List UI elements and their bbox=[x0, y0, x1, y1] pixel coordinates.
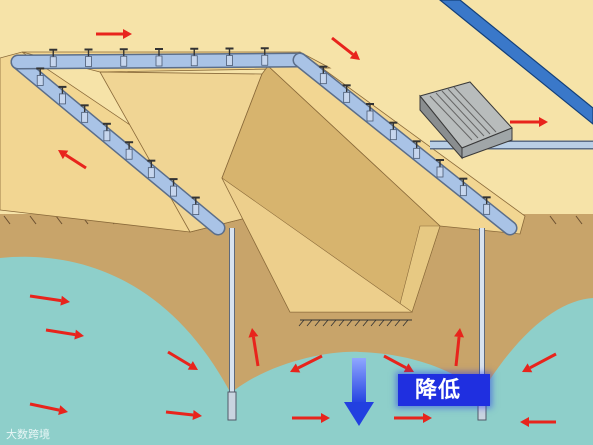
pit-bottom bbox=[221, 177, 413, 313]
coupling bbox=[147, 167, 155, 179]
coupling bbox=[120, 55, 128, 67]
groundwater-base bbox=[0, 408, 593, 445]
watermark: 大数跨境 bbox=[6, 428, 50, 441]
flow-arrow-icon bbox=[167, 350, 192, 367]
ground-tick bbox=[549, 215, 557, 225]
flow-arrow-icon bbox=[383, 354, 407, 370]
floor-tick bbox=[370, 319, 377, 327]
coupling bbox=[190, 55, 198, 67]
header-pipe-left-fill bbox=[12, 56, 224, 234]
coupling bbox=[125, 148, 133, 160]
coupling bbox=[49, 56, 57, 68]
ground-tick bbox=[575, 215, 583, 225]
pump-machine-icon bbox=[419, 81, 513, 160]
floor-tick bbox=[394, 319, 401, 327]
coupling bbox=[459, 185, 467, 197]
flow-arrow-head bbox=[58, 150, 69, 160]
flow-arrow-head bbox=[58, 405, 68, 416]
flow-arrow-head bbox=[520, 417, 529, 427]
floor-tick bbox=[362, 319, 369, 327]
floor-tick bbox=[386, 319, 393, 327]
flow-arrow-head bbox=[403, 363, 414, 373]
floor-tick bbox=[346, 319, 353, 327]
flow-arrow-icon bbox=[29, 294, 62, 303]
flow-arrow-icon bbox=[331, 36, 354, 56]
flow-arrow-icon bbox=[165, 410, 194, 417]
flow-arrow-head bbox=[454, 328, 465, 338]
floor-tick bbox=[306, 319, 313, 327]
floor-tick bbox=[354, 319, 361, 327]
coupling bbox=[81, 111, 89, 123]
floor-tick bbox=[338, 319, 345, 327]
pit-floor-hatch bbox=[298, 319, 409, 327]
flow-arrow-icon bbox=[529, 352, 557, 370]
riser-fittings bbox=[36, 47, 491, 215]
flow-arrow-head bbox=[522, 363, 533, 373]
flow-arrow-head bbox=[192, 410, 202, 420]
coupling bbox=[436, 166, 444, 178]
flow-arrow-icon bbox=[29, 402, 60, 412]
coupling bbox=[413, 147, 421, 159]
flow-arrow-head bbox=[74, 329, 84, 340]
header-pipe-right-fill bbox=[294, 54, 516, 234]
coupling bbox=[36, 75, 44, 86]
flow-arrow-head bbox=[321, 413, 330, 423]
coupling bbox=[226, 55, 233, 66]
flow-arrow-head bbox=[123, 29, 132, 39]
coupling bbox=[389, 129, 397, 141]
flow-arrow-head bbox=[290, 363, 301, 373]
floor-tick bbox=[298, 319, 305, 327]
flow-arrow-head bbox=[187, 361, 198, 370]
flow-arrow-head bbox=[60, 295, 70, 306]
floor-tick bbox=[330, 319, 337, 327]
flow-arrow-icon bbox=[64, 153, 87, 170]
coupling bbox=[366, 110, 374, 122]
floor-tick bbox=[402, 319, 409, 327]
coupling bbox=[343, 91, 351, 103]
flow-arrow-head bbox=[248, 328, 259, 338]
lowering-label-box bbox=[398, 374, 490, 406]
floor-tick bbox=[314, 319, 321, 327]
coupling bbox=[85, 56, 92, 67]
flow-arrow-icon bbox=[251, 336, 260, 367]
coupling bbox=[192, 204, 200, 215]
lowering-label: 降低 bbox=[415, 378, 462, 403]
coupling bbox=[170, 185, 177, 197]
ground-tick bbox=[29, 215, 37, 225]
well-point-filter-left bbox=[227, 391, 237, 421]
flow-arrow-icon bbox=[45, 328, 76, 337]
flow-arrow-icon bbox=[297, 354, 323, 370]
flow-arrow-head bbox=[423, 413, 432, 423]
top-right-canal bbox=[439, 0, 593, 125]
ground-tick bbox=[3, 215, 11, 225]
coupling bbox=[483, 203, 491, 215]
down-arrow-icon bbox=[344, 358, 374, 426]
floor-tick bbox=[378, 319, 385, 327]
flow-arrows bbox=[29, 29, 557, 427]
coupling bbox=[319, 73, 327, 85]
flow-arrow-icon bbox=[454, 336, 461, 367]
flow-arrow-head bbox=[349, 50, 360, 60]
flow-arrow-head bbox=[539, 117, 548, 127]
ground-tick bbox=[55, 215, 63, 225]
floor-tick bbox=[322, 319, 329, 327]
coupling bbox=[155, 55, 163, 67]
coupling bbox=[103, 130, 111, 142]
coupling bbox=[59, 93, 66, 105]
coupling bbox=[261, 54, 269, 66]
